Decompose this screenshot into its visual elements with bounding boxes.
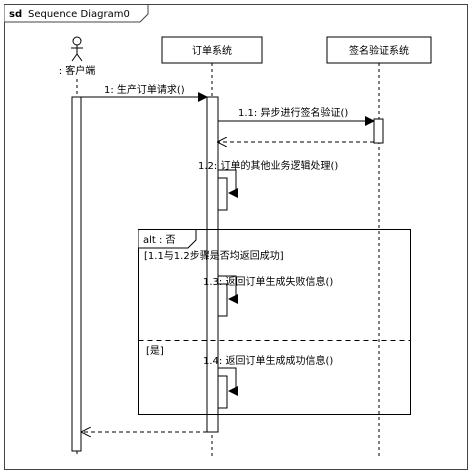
- lifeline-client-label: : 客户端: [59, 64, 96, 77]
- message-1-2-arrow: [218, 169, 238, 198]
- message-1-4-label: 1.4: 返回订单生成成功信息(): [203, 354, 333, 367]
- message-1-label: 1: 生产订单请求(): [104, 83, 185, 96]
- diagram-frame: [4, 4, 468, 470]
- message-1-3-arrow: [218, 275, 238, 304]
- lifeline-order-label: 订单系统: [192, 44, 232, 57]
- actor-icon: [71, 36, 83, 62]
- activation-order: [206, 96, 219, 433]
- alt-guard-1: [1.1与1.2步骤是否均返回成功]: [144, 250, 284, 262]
- message-1-2: 1.2: 订单的其他业务逻辑处理(): [198, 159, 338, 198]
- frame-title: Sequence Diagram0: [28, 9, 130, 20]
- message-1-3-label: 1.3: 返回订单生成失败信息(): [203, 275, 333, 288]
- message-1-2-label: 1.2: 订单的其他业务逻辑处理(): [198, 159, 338, 172]
- lifeline-sign-label: 签名验证系统: [349, 44, 409, 57]
- activation-client: [71, 96, 82, 452]
- message-1-4: 1.4: 返回订单生成成功信息(): [203, 354, 333, 396]
- lifeline-client: : 客户端: [59, 36, 96, 456]
- activation-order-1-4: [217, 375, 228, 409]
- lifeline-order: 订单系统: [161, 36, 263, 456]
- message-1-4-arrow: [218, 367, 238, 396]
- frame-keyword: sd: [9, 9, 22, 20]
- alt-guard-2: [是]: [146, 345, 164, 357]
- message-1-1-label: 1.1: 异步进行签名验证(): [238, 106, 348, 119]
- frame-tab: [4, 4, 149, 23]
- activation-sign: [373, 118, 384, 144]
- alt-fragment-title: alt : 否: [143, 234, 176, 246]
- alt-fragment-tab: [138, 229, 197, 249]
- lifeline-sign: 签名验证系统: [326, 36, 432, 456]
- activation-order-1-3: [217, 283, 228, 317]
- message-1-3: 1.3: 返回订单生成失败信息(): [203, 275, 333, 304]
- activation-order-1-2: [217, 177, 228, 211]
- message-1: 1: 生产订单请求(): [81, 83, 208, 102]
- alt-fragment: alt : 否 [1.1与1.2步骤是否均返回成功] [是]: [138, 229, 411, 415]
- lifeline-sign-head: [326, 36, 432, 64]
- alt-fragment-frame: [138, 229, 411, 415]
- message-1-1: 1.1: 异步进行签名验证(): [218, 106, 375, 126]
